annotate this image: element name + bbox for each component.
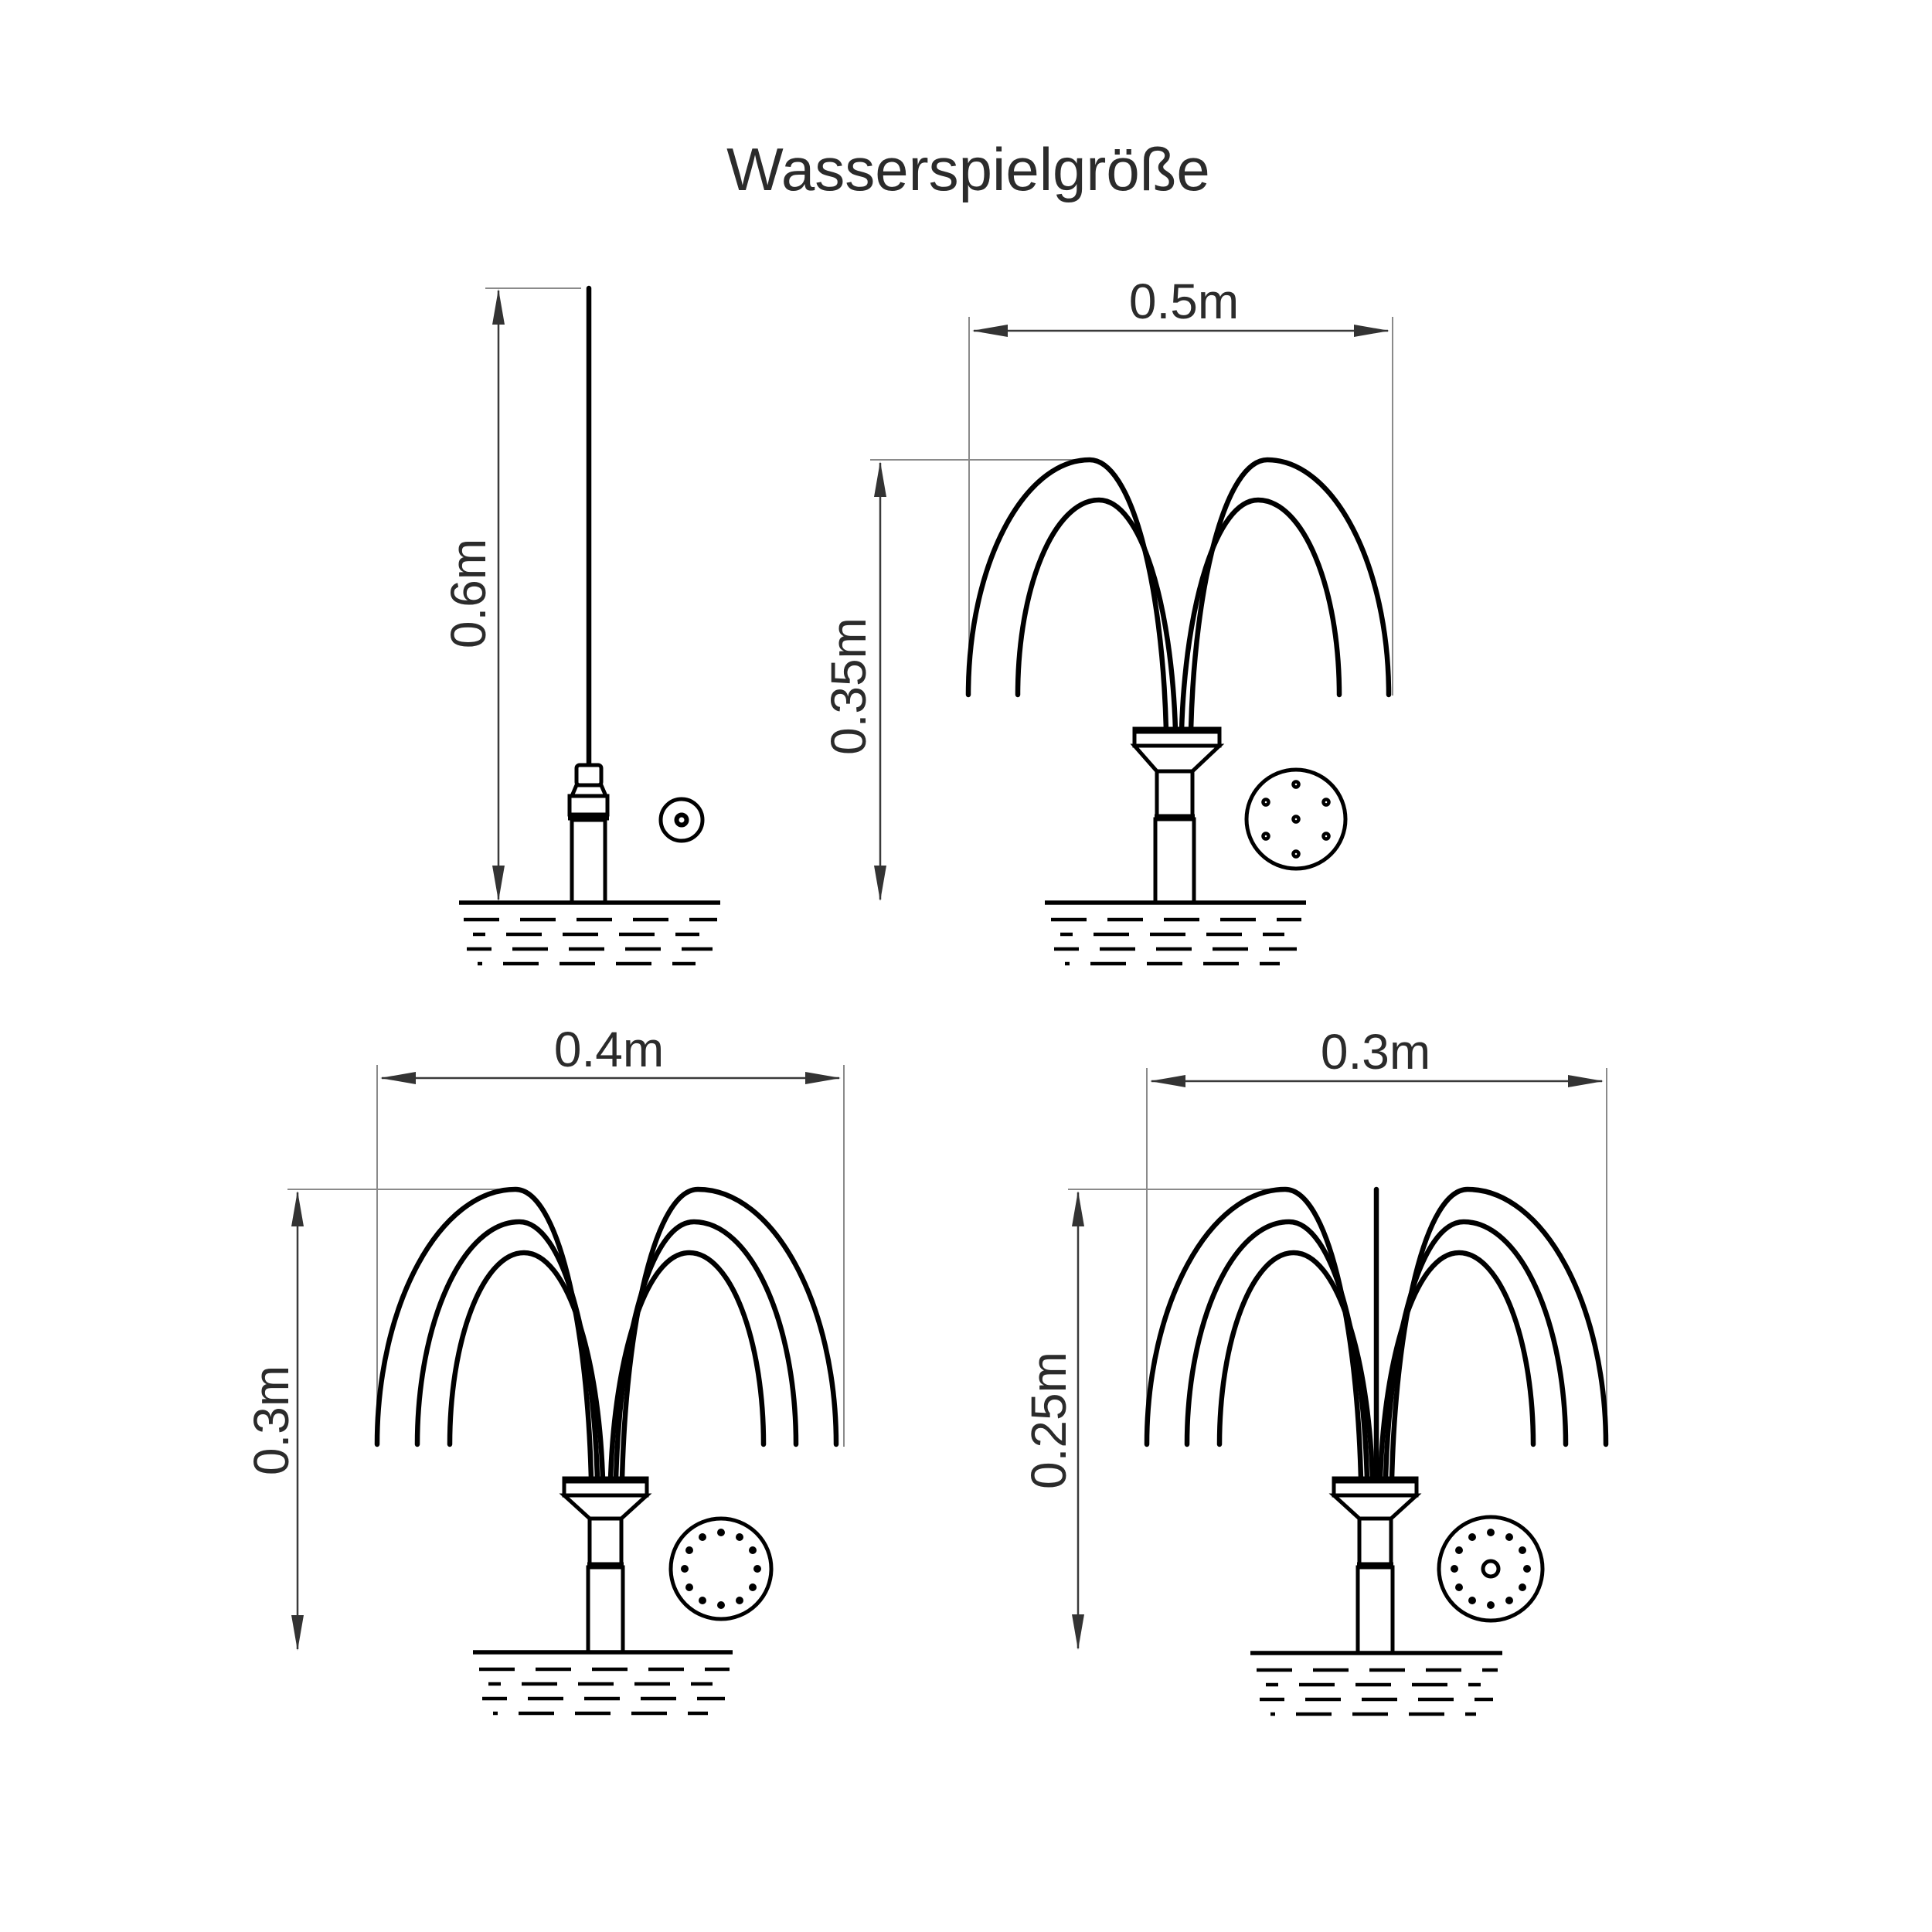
height-label: 0.25m — [1021, 1352, 1077, 1489]
height-label: 0.35m — [821, 617, 876, 755]
water-jets — [1144, 1186, 1609, 1483]
water-surface — [1250, 1651, 1502, 1716]
twelve-hole-ring-nozzle-face-icon — [668, 1516, 774, 1621]
nozzle-stem-upper — [1357, 1516, 1393, 1566]
nozzle-stem-lower — [1153, 817, 1196, 905]
water-surface — [1045, 900, 1306, 966]
fountain-single-jet: 0.6m — [440, 285, 720, 966]
arrow-up-icon — [1072, 1191, 1084, 1226]
arrow-down-icon — [492, 866, 505, 901]
nozzle-stem-lower — [1355, 1565, 1395, 1655]
nozzle-stem-upper — [1155, 769, 1195, 818]
arrow-up-icon — [874, 461, 886, 497]
height-label: 0.3m — [243, 1366, 299, 1475]
height-dimension: 0.35m — [821, 461, 886, 901]
height-dimension: 0.6m — [440, 289, 505, 901]
nozzle-cone — [559, 1493, 652, 1521]
arrow-right-icon — [1568, 1075, 1604, 1087]
fountain-double-arc: 0.5m 0.35m — [821, 274, 1393, 966]
nozzle-body — [570, 818, 607, 905]
nozzle — [1130, 726, 1225, 905]
arrow-down-icon — [291, 1615, 304, 1651]
nozzle — [1328, 1476, 1422, 1655]
width-dimension: 0.4m — [380, 1022, 841, 1084]
nozzle-collar — [567, 794, 610, 817]
arrow-up-icon — [291, 1191, 304, 1226]
arrow-down-icon — [874, 866, 886, 901]
nozzle-stem-lower — [586, 1565, 625, 1655]
water-jets — [965, 457, 1392, 733]
fountain-triple-arc: 0.4m 0.3m — [243, 1022, 845, 1716]
arrow-down-icon — [1072, 1614, 1084, 1650]
water-surface — [473, 1650, 733, 1716]
arrow-left-icon — [380, 1072, 416, 1084]
nozzle-cone — [1130, 743, 1225, 774]
nozzle-stem-upper — [587, 1516, 624, 1566]
twelve-hole-center-hole-nozzle-face-icon — [1437, 1515, 1545, 1623]
width-label: 0.4m — [554, 1022, 664, 1077]
height-dimension: 0.25m — [1021, 1191, 1084, 1650]
width-label: 0.3m — [1321, 1024, 1430, 1080]
arrow-right-icon — [805, 1072, 841, 1084]
height-label: 0.6m — [440, 539, 496, 648]
arrow-up-icon — [492, 289, 505, 325]
arrow-left-icon — [1150, 1075, 1185, 1087]
nozzle — [567, 763, 610, 905]
nozzle — [559, 1476, 652, 1655]
arrow-right-icon — [1354, 325, 1389, 337]
height-dimension: 0.3m — [243, 1191, 304, 1651]
width-dimension: 0.5m — [972, 274, 1389, 337]
seven-hole-nozzle-face-icon — [1244, 767, 1348, 871]
nozzle-cone — [1328, 1493, 1422, 1521]
arrow-left-icon — [972, 325, 1008, 337]
nozzle-tip — [574, 763, 604, 787]
water-jets — [374, 1186, 839, 1483]
width-dimension: 0.3m — [1150, 1024, 1604, 1087]
width-label: 0.5m — [1129, 274, 1239, 329]
water-surface — [459, 900, 720, 966]
fountain-triple-arc-center-jet: 0.3m 0.25m — [1021, 1024, 1609, 1716]
page-title: Wasserspielgröße — [726, 135, 1210, 203]
single-hole-nozzle-face-icon — [658, 797, 705, 843]
